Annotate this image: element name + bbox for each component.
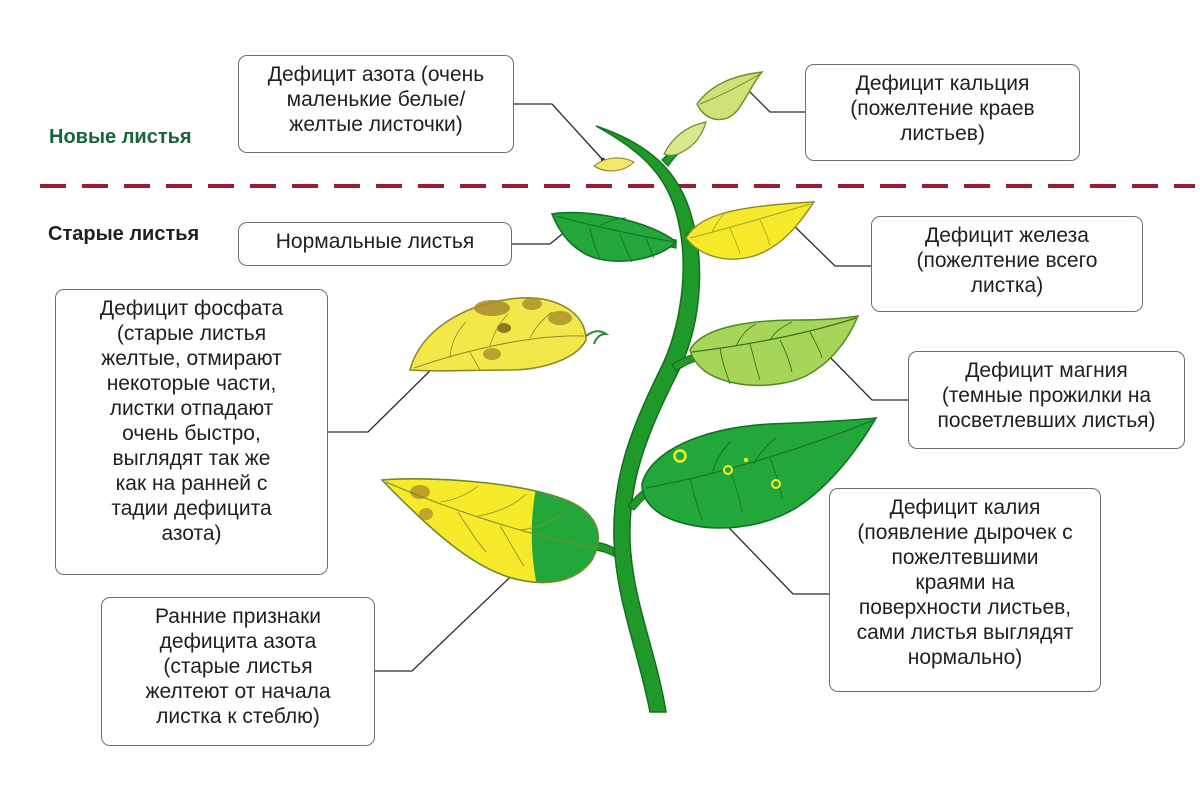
leader-magnesium (817, 344, 908, 401)
new-leaves-title: Новые листья (49, 126, 192, 148)
label-nitrogen-deficiency-new: Дефицит азота (очень маленькие белые/ же… (238, 55, 514, 153)
leaf-potassium (641, 417, 878, 529)
leaf-nitrogen-new (593, 157, 635, 172)
label-iron-deficiency: Дефицит железа (пожелтение всего листка) (871, 216, 1143, 312)
new-leaves (593, 71, 764, 172)
leaf-nitrogen-early (380, 478, 600, 584)
label-potassium-deficiency: Дефицит калия (появление дырочек с пожел… (829, 488, 1101, 692)
leaf-iron (685, 201, 816, 260)
label-phosphate-deficiency: Дефицит фосфата (старые листья желтые, о… (55, 289, 328, 575)
leaf-phosphate (408, 297, 610, 372)
label-calcium-deficiency: Дефицит кальция (пожелтение краев листье… (805, 64, 1080, 161)
leader-potassium (705, 503, 829, 595)
old-leaves-title: Старые листья (48, 223, 200, 245)
leader-iron (789, 221, 871, 267)
label-normal-leaves: Нормальные листья (238, 222, 512, 266)
leaf-magnesium (689, 315, 860, 387)
leaf-normal (550, 211, 678, 263)
label-early-nitrogen-deficiency: Ранние признаки дефицита азота (старые л… (101, 597, 375, 746)
leaf-calcium-lower (663, 121, 707, 156)
plant-stem (595, 125, 701, 713)
leader-phosphate (328, 348, 453, 433)
leader-calcium (745, 87, 805, 113)
leader-nitrogen-new (514, 103, 604, 161)
leader-nitrogen-early (375, 560, 528, 672)
leaf-calcium (696, 71, 764, 121)
label-magnesium-deficiency: Дефицит магния (темные прожилки на посве… (908, 351, 1185, 449)
